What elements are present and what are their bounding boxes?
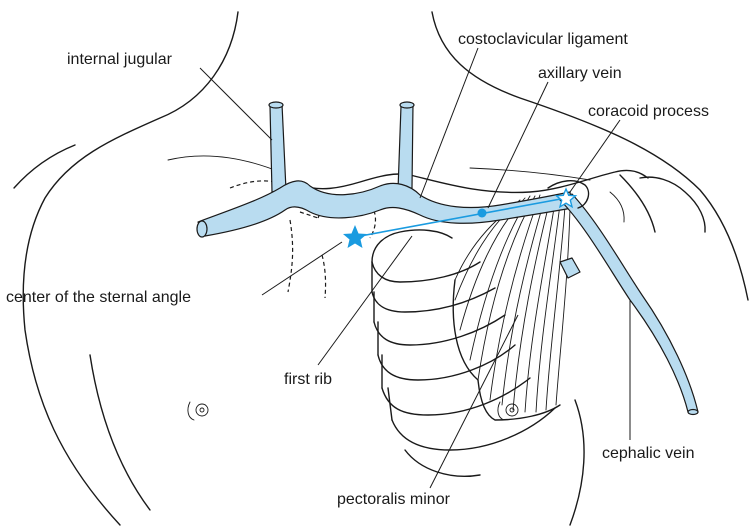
- leader-coracoid: [570, 120, 620, 192]
- axillary-branch: [560, 258, 580, 278]
- label-costoclavicular-ligament: costoclavicular ligament: [458, 31, 628, 48]
- label-internal-jugular: internal jugular: [67, 51, 173, 68]
- cephalic-vein: [560, 194, 698, 415]
- label-coracoid-process: coracoid process: [588, 103, 709, 120]
- internal-jugular-veins: [269, 102, 414, 192]
- pectoralis-minor-muscle: [453, 195, 570, 420]
- leader-first-rib: [318, 236, 412, 365]
- axillary-vein-point: [478, 209, 487, 218]
- leader-axillary-vein: [488, 82, 548, 208]
- leader-internal-jugular: [200, 68, 272, 140]
- label-cephalic-vein: cephalic vein: [602, 445, 695, 462]
- nipples: [188, 402, 518, 420]
- subclavian-vein: [197, 181, 572, 237]
- ribcage: [372, 230, 555, 476]
- leader-costoclavicular: [420, 48, 478, 198]
- label-first-rib: first rib: [284, 371, 332, 388]
- label-pectoralis-minor: pectoralis minor: [337, 491, 451, 508]
- leader-sternal-angle: [262, 242, 342, 295]
- label-center-sternal-angle: center of the sternal angle: [6, 289, 191, 306]
- label-axillary-vein: axillary vein: [538, 65, 622, 82]
- sternal-angle-star-icon: [343, 225, 367, 248]
